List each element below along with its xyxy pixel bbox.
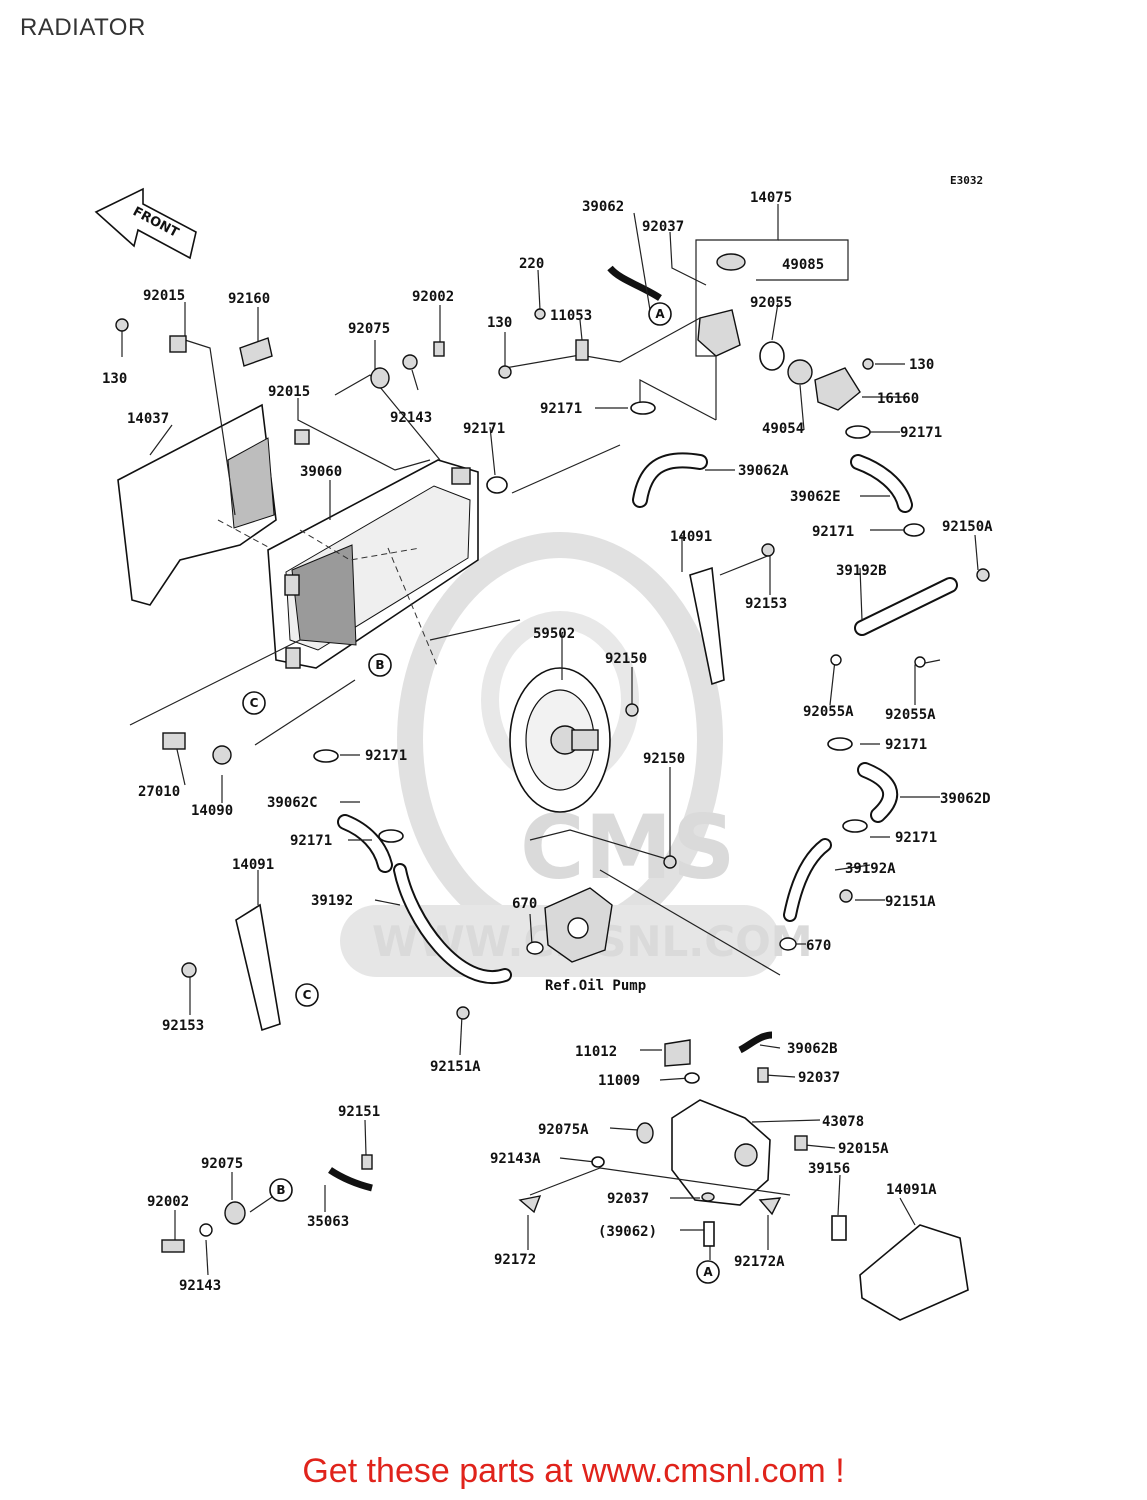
circle-ref-b-bottom: B	[276, 1183, 285, 1197]
radiator	[267, 459, 479, 669]
part-label: 92171	[900, 425, 942, 441]
part-label: 92075A	[538, 1122, 589, 1138]
part-label: 39192B	[836, 563, 887, 579]
part-label: 14075	[750, 190, 792, 206]
part-label: 92171	[290, 833, 332, 849]
part-label: 92055	[750, 295, 792, 311]
part-label: (39062)	[598, 1224, 657, 1240]
part-label: 92150	[605, 651, 647, 667]
part-label: 92143	[390, 410, 432, 426]
part-label: 92171	[885, 737, 927, 753]
part-label: 27010	[138, 784, 180, 800]
part-label: 39062A	[738, 463, 789, 479]
part-label: 14091A	[886, 1182, 937, 1198]
part-label: 39062B	[787, 1041, 838, 1057]
part-label: 59502	[533, 626, 575, 642]
part-label: 220	[519, 256, 544, 272]
footer-promo-text[interactable]: Get these parts at www.cmsnl.com !	[302, 1452, 845, 1490]
part-label: 14090	[191, 803, 233, 819]
part-label: 92015A	[838, 1141, 889, 1157]
circle-ref-c-top: C	[250, 696, 259, 710]
part-label: 670	[806, 938, 831, 954]
ref-oil-pump-note: Ref.Oil Pump	[545, 978, 646, 994]
circle-refs: A A B B C C	[242, 302, 720, 1284]
part-label: 92150	[643, 751, 685, 767]
part-label: 11053	[550, 308, 592, 324]
part-label: 49054	[762, 421, 804, 437]
part-label: 92171	[540, 401, 582, 417]
part-label: 92002	[147, 1194, 189, 1210]
part-label: 92143A	[490, 1151, 541, 1167]
part-label: 92037	[607, 1191, 649, 1207]
part-label: 14091	[670, 529, 712, 545]
part-label: 130	[102, 371, 127, 387]
part-label: 16160	[877, 391, 919, 407]
part-label: 92172	[494, 1252, 536, 1268]
part-label: 39156	[808, 1161, 850, 1177]
part-label: 14091	[232, 857, 274, 873]
part-label: 35063	[307, 1214, 349, 1230]
part-label: 92171	[463, 421, 505, 437]
part-label: 39192	[311, 893, 353, 909]
part-label: 92153	[162, 1018, 204, 1034]
part-label: 14037	[127, 411, 169, 427]
front-arrow: FRONT	[94, 187, 197, 260]
part-label: 130	[909, 357, 934, 373]
part-label: 11012	[575, 1044, 617, 1060]
part-labels: 92015 92160 130 14037 92075 92002 92143 …	[102, 190, 993, 1294]
part-label: 39192A	[845, 861, 896, 877]
reference-lines	[217, 519, 439, 669]
fasteners	[115, 308, 990, 1253]
circle-ref-c-bottom: C	[303, 988, 312, 1002]
thermostat-housing	[697, 253, 861, 411]
part-label: 39062E	[790, 489, 841, 505]
part-label: 43078	[822, 1114, 864, 1130]
part-label: 92171	[365, 748, 407, 764]
part-label: 92075	[201, 1156, 243, 1172]
part-label: 39060	[300, 464, 342, 480]
part-label: 11009	[598, 1073, 640, 1089]
part-label: 39062C	[267, 795, 318, 811]
radiator-screen	[117, 403, 277, 606]
part-label: 670	[512, 896, 537, 912]
circle-ref-b-top: B	[375, 658, 384, 672]
part-label: 92015	[143, 288, 185, 304]
hoses	[328, 265, 958, 1192]
part-label: 92171	[812, 524, 854, 540]
part-label: 49085	[782, 257, 824, 273]
part-label: 92143	[179, 1278, 221, 1294]
part-label: 92160	[228, 291, 270, 307]
part-label: 92002	[412, 289, 454, 305]
leader-lines	[121, 204, 979, 1276]
part-label: 92055A	[885, 707, 936, 723]
part-label: 39062	[582, 199, 624, 215]
part-label: 92055A	[803, 704, 854, 720]
part-label: 92151	[338, 1104, 380, 1120]
part-label: 130	[487, 315, 512, 331]
part-label: 92037	[798, 1070, 840, 1086]
circle-ref-a-top: A	[655, 307, 665, 321]
circle-ref-a-bottom: A	[703, 1265, 713, 1279]
part-label: 92037	[642, 219, 684, 235]
part-label: 92172A	[734, 1254, 785, 1270]
part-label: 92153	[745, 596, 787, 612]
part-label: 92151A	[885, 894, 936, 910]
part-label: 39062D	[940, 791, 991, 807]
part-label: 92171	[895, 830, 937, 846]
part-label: 92015	[268, 384, 310, 400]
page-title: RADIATOR	[20, 14, 146, 41]
cooling-fan	[509, 667, 611, 813]
water-pump	[544, 887, 613, 963]
part-label: 92075	[348, 321, 390, 337]
reserve-tank	[664, 1039, 771, 1206]
brackets	[235, 566, 725, 1032]
part-label: 92151A	[430, 1059, 481, 1075]
tank-cover	[859, 1224, 969, 1321]
diagram-code: E3032	[950, 174, 983, 187]
part-label: 92150A	[942, 519, 993, 535]
